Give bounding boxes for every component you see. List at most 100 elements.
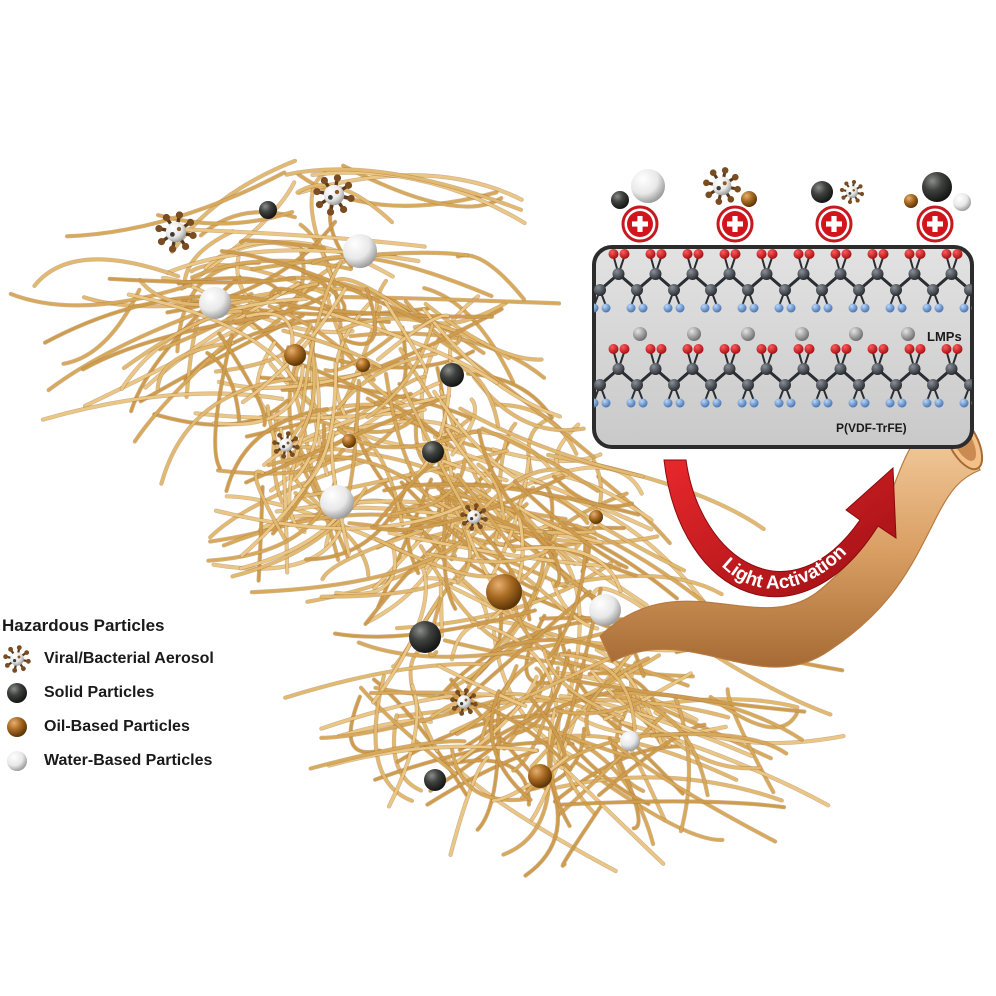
fluorine-atom: [959, 398, 969, 408]
positive-charge-icon: [916, 205, 954, 243]
carbon-atom: [816, 284, 828, 296]
positive-charge-icon: [815, 205, 853, 243]
carbon-atom: [816, 379, 828, 391]
carbon-atom: [705, 284, 717, 296]
carbon-atom: [927, 379, 939, 391]
carbon-atom: [964, 284, 972, 296]
virus-particle: [3, 645, 31, 673]
oxygen-atom: [693, 344, 704, 354]
oil-particle: [528, 764, 552, 788]
oxygen-atom: [915, 344, 926, 354]
carbon-atom: [686, 268, 699, 280]
oxygen-atom: [619, 249, 630, 259]
fluorine-atom: [885, 398, 895, 408]
carbon-atom: [945, 363, 958, 375]
virus-icon: [2, 642, 36, 676]
fluorine-atom: [823, 303, 833, 313]
fluorine-atom: [737, 398, 747, 408]
carbon-atom: [631, 379, 643, 391]
oxygen-atom: [730, 344, 741, 354]
fluorine-atom: [712, 398, 722, 408]
carbon-atom: [964, 379, 972, 391]
solid-particle: [811, 181, 833, 203]
fluorine-atom: [700, 303, 710, 313]
lmp-row: [633, 327, 915, 341]
virus-particle: [839, 179, 865, 205]
oxygen-atom: [767, 344, 778, 354]
solid-particle: [409, 621, 441, 653]
carbon-atom: [742, 379, 754, 391]
virus-particle: [460, 503, 488, 531]
solid-particle: [259, 201, 277, 219]
fluorine-atom: [848, 303, 858, 313]
oxygen-atom: [841, 344, 852, 354]
oxygen-atom: [682, 344, 693, 354]
lmp-particle: [849, 327, 863, 341]
oxygen-atom: [767, 249, 778, 259]
legend-title: Hazardous Particles: [2, 616, 165, 635]
water-particle: [631, 169, 665, 203]
fluorine-atom: [594, 303, 599, 313]
carbon-atom: [871, 268, 884, 280]
oxygen-atom: [756, 249, 767, 259]
fluorine-atom: [786, 303, 796, 313]
oil-particle: [486, 574, 522, 610]
oxygen-atom: [693, 249, 704, 259]
carbon-atom: [612, 268, 625, 280]
fluorine-atom: [700, 398, 710, 408]
oxygen-atom: [645, 249, 656, 259]
carbon-atom: [742, 284, 754, 296]
oil-particle: [741, 191, 757, 207]
carbon-atom: [797, 363, 810, 375]
carbon-atom: [853, 379, 865, 391]
fluorine-atom: [934, 398, 944, 408]
virus-particle: [703, 167, 741, 205]
fluorine-atom: [638, 303, 648, 313]
oil-particle: [589, 510, 603, 524]
carbon-atom: [908, 268, 921, 280]
carbon-atom: [871, 363, 884, 375]
legend: Hazardous Particles Viral/Bacterial Aero…: [2, 616, 302, 778]
carbon-atom: [723, 268, 736, 280]
fluorine-atom: [848, 398, 858, 408]
carbon-atom: [760, 363, 773, 375]
virus-particle: [450, 688, 478, 716]
captured-particles: [155, 174, 640, 791]
oxygen-atom: [804, 249, 815, 259]
fluorine-atom: [897, 303, 907, 313]
water-particle: [320, 485, 354, 519]
fluorine-atom: [922, 398, 932, 408]
oxygen-atom: [756, 344, 767, 354]
legend-item-water: Water-Based Particles: [2, 744, 302, 778]
oxygen-atom: [830, 344, 841, 354]
oxygen-atom: [719, 249, 730, 259]
carbon-atom: [927, 284, 939, 296]
fluorine-atom: [959, 303, 969, 313]
oxygen-atom: [682, 249, 693, 259]
fluorine-atom: [663, 398, 673, 408]
oxygen-atom: [730, 249, 741, 259]
legend-item-label: Water-Based Particles: [44, 752, 213, 769]
legend-item-label: Solid Particles: [44, 684, 155, 701]
carbon-atom: [705, 379, 717, 391]
oxygen-atom: [719, 344, 730, 354]
solid-particle: [424, 769, 446, 791]
carbon-atom: [779, 379, 791, 391]
fluorine-atom: [601, 303, 611, 313]
fluorine-atom: [786, 398, 796, 408]
carbon-atom: [853, 284, 865, 296]
carbon-atom: [945, 268, 958, 280]
lmp-particle: [633, 327, 647, 341]
water-particle: [199, 287, 231, 319]
oil-particle-icon: [2, 710, 36, 744]
fluorine-atom: [811, 303, 821, 313]
lmp-particle: [741, 327, 755, 341]
water-particle: [589, 594, 621, 626]
fluorine-atom: [626, 398, 636, 408]
fluorine-atom: [594, 398, 599, 408]
oil-particle: [904, 194, 918, 208]
fluorine-atom: [774, 303, 784, 313]
oxygen-atom: [608, 344, 619, 354]
fluorine-atom: [737, 303, 747, 313]
oxygen-atom: [904, 344, 915, 354]
